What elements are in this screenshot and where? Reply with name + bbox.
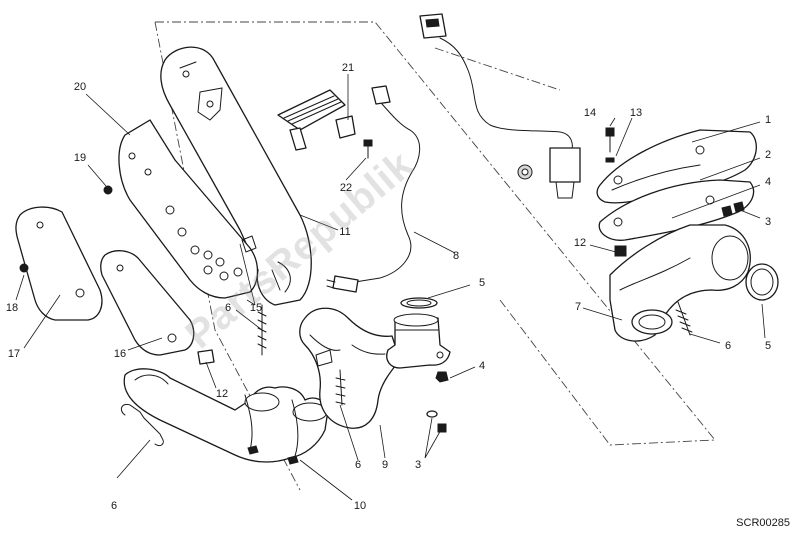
heat-shield-lower[interactable] bbox=[100, 250, 195, 356]
callout-9: 9 bbox=[381, 459, 389, 471]
lambda-sensor-right[interactable] bbox=[419, 13, 581, 199]
callout-12-left: 12 bbox=[215, 388, 229, 400]
assembly-boundary bbox=[154, 21, 716, 491]
callout-20: 20 bbox=[73, 81, 87, 93]
gasket-right[interactable] bbox=[745, 263, 779, 301]
bracket-12-left[interactable] bbox=[197, 349, 215, 365]
nuts-right[interactable] bbox=[605, 127, 745, 257]
bolt-22[interactable] bbox=[363, 139, 373, 159]
callout-12-right: 12 bbox=[573, 237, 587, 249]
callout-7: 7 bbox=[574, 301, 582, 313]
heat-shield-upper[interactable] bbox=[160, 46, 312, 306]
fastener-19[interactable] bbox=[103, 185, 113, 195]
callout-18: 18 bbox=[5, 302, 19, 314]
spring-center-right[interactable] bbox=[335, 369, 346, 406]
drawing-code: SCR00285 bbox=[736, 517, 790, 529]
callout-22: 22 bbox=[339, 182, 353, 194]
lambda-sensor-center[interactable] bbox=[326, 85, 421, 293]
callout-6-left: 6 bbox=[110, 500, 118, 512]
callout-19: 19 bbox=[73, 152, 87, 164]
callout-6-center: 6 bbox=[354, 459, 362, 471]
gasket-upper[interactable] bbox=[400, 297, 438, 309]
manifold-pipe-right[interactable] bbox=[609, 224, 751, 342]
callout-2: 2 bbox=[764, 149, 772, 161]
fastener-18[interactable] bbox=[19, 263, 29, 273]
callout-5-center: 5 bbox=[478, 277, 486, 289]
callout-11: 11 bbox=[339, 226, 351, 238]
callout-14: 14 bbox=[583, 107, 597, 119]
callout-13: 13 bbox=[629, 107, 643, 119]
callout-15: 15 bbox=[249, 302, 263, 314]
callout-8: 8 bbox=[452, 250, 460, 262]
callout-17: 17 bbox=[7, 348, 21, 360]
sensor-bracket[interactable] bbox=[277, 89, 356, 151]
exhaust-header-pipe[interactable] bbox=[123, 368, 329, 465]
callout-5-right: 5 bbox=[764, 340, 772, 352]
mid-pipe-bend[interactable] bbox=[299, 307, 401, 429]
callout-4-right: 4 bbox=[764, 176, 772, 188]
callout-3-lower: 3 bbox=[414, 459, 422, 471]
callout-16: 16 bbox=[113, 348, 127, 360]
callout-1: 1 bbox=[764, 114, 772, 126]
callout-21: 21 bbox=[341, 62, 355, 74]
heat-shield-perforated[interactable] bbox=[118, 119, 259, 299]
spring-right[interactable] bbox=[675, 301, 693, 336]
spring-left[interactable] bbox=[120, 403, 164, 447]
heat-shield-left[interactable] bbox=[15, 206, 103, 321]
callout-3-right: 3 bbox=[764, 216, 772, 228]
callout-4-center: 4 bbox=[478, 360, 486, 372]
callout-6-right: 6 bbox=[724, 340, 732, 352]
nut-4-center[interactable] bbox=[435, 371, 449, 383]
callout-10: 10 bbox=[353, 500, 367, 512]
leader-lines bbox=[15, 74, 766, 501]
callout-6-upper: 6 bbox=[224, 302, 232, 314]
collector-flange[interactable] bbox=[386, 313, 451, 369]
